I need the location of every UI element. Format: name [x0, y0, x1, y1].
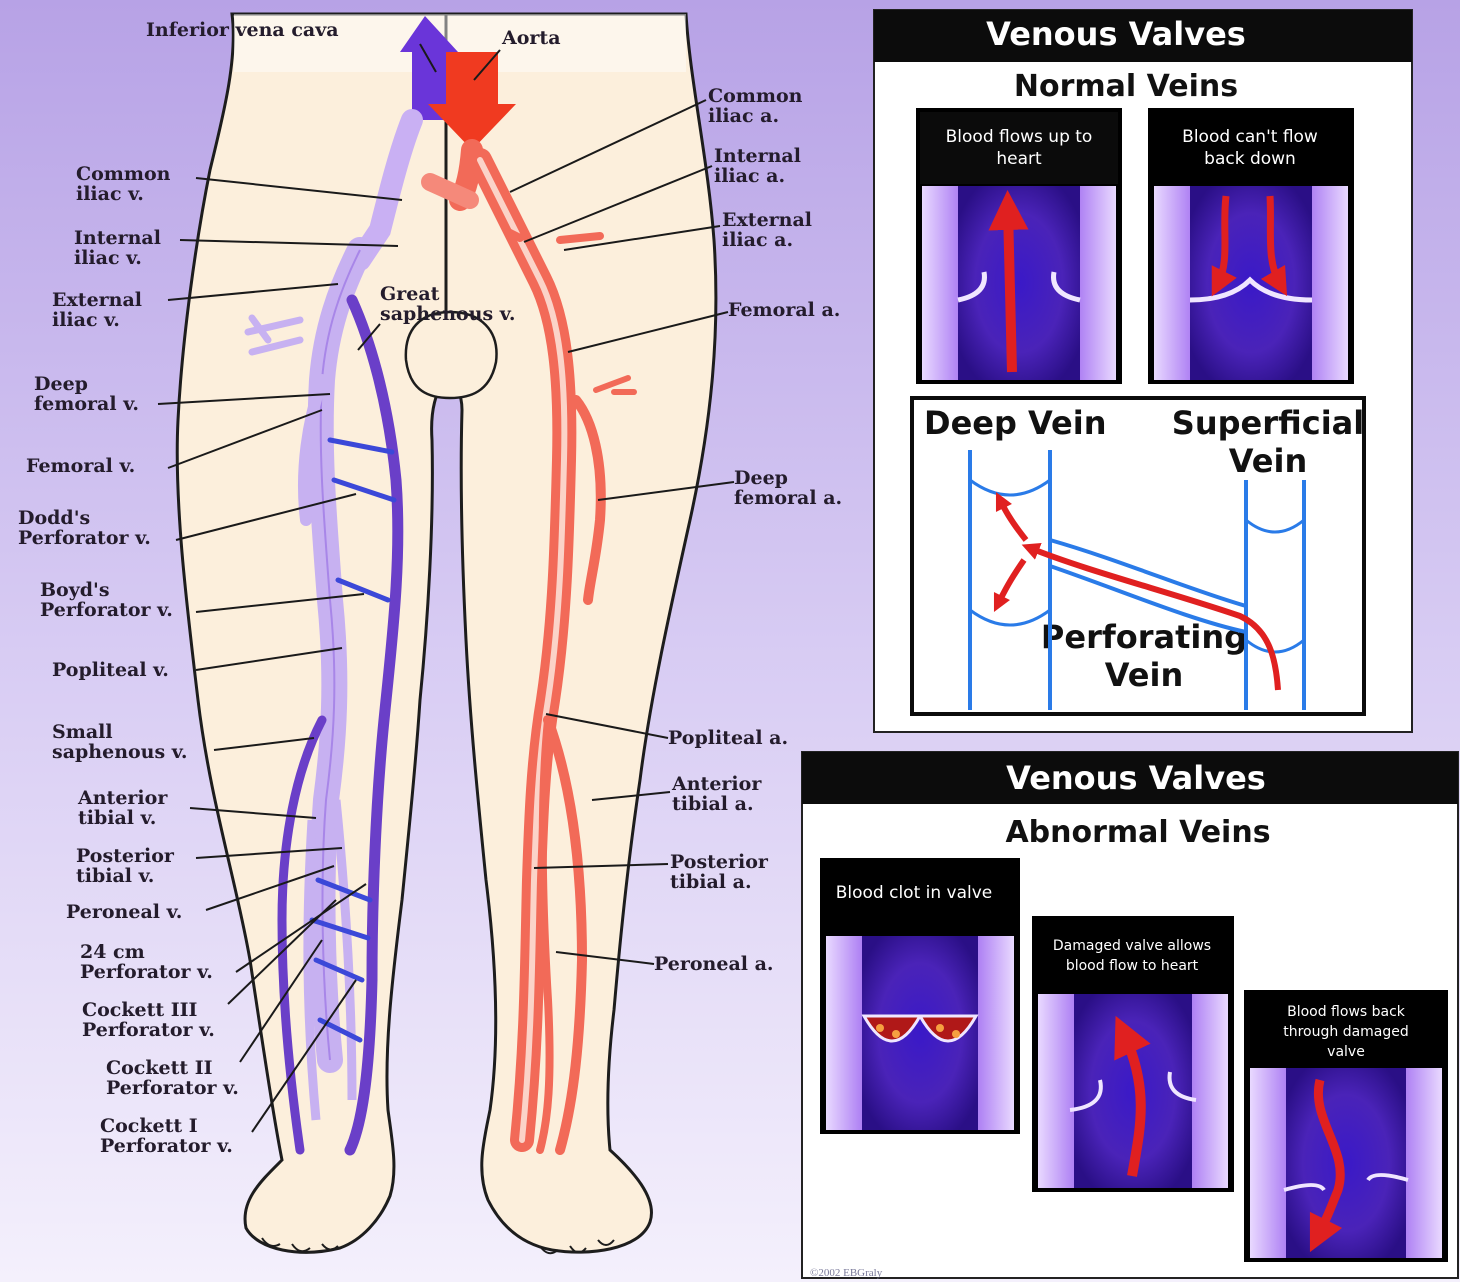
label-boyds-perforator-2: Perforator v. — [40, 599, 173, 621]
label-anterior-tibial-a-1: Anterior — [671, 773, 762, 795]
label-small-saphenous-2: saphenous v. — [52, 741, 188, 763]
label-femoral-a: Femoral a. — [728, 299, 840, 321]
label-anterior-tibial-v-1: Anterior — [77, 787, 168, 809]
superficial-vein-label-1: Superficial — [1172, 404, 1364, 442]
label-peroneal-v: Peroneal v. — [66, 901, 182, 923]
label-common-iliac-a-1: Common — [708, 85, 803, 107]
superficial-vein-label-2: Vein — [1229, 442, 1307, 480]
label-femoral-v: Femoral v. — [26, 455, 135, 477]
label-cockett-ii-2: Perforator v. — [106, 1077, 239, 1099]
label-dodds-perforator-1: Dodd's — [18, 507, 90, 529]
label-peroneal-a: Peroneal a. — [654, 953, 774, 975]
valve-closed-illustration: Blood can't flow back down — [1148, 108, 1354, 384]
label-deep-femoral-a-2: femoral a. — [734, 487, 842, 509]
label-external-iliac-v-1: External — [52, 289, 142, 311]
caption-cant-flow-2: back down — [1204, 149, 1296, 169]
label-anterior-tibial-v-2: tibial v. — [78, 807, 156, 829]
caption-flows-up-2: heart — [996, 149, 1042, 169]
label-24cm-perforator-2: Perforator v. — [80, 961, 213, 983]
label-internal-iliac-a-1: Internal — [714, 145, 801, 167]
label-deep-femoral-v-1: Deep — [34, 373, 88, 395]
label-deep-femoral-a-1: Deep — [734, 467, 788, 489]
label-popliteal-v: Popliteal v. — [52, 659, 169, 681]
backflow-illustration: Blood flows back through damaged valve — [1244, 990, 1448, 1262]
copyright-text: ©2002 EBGraly — [810, 1267, 883, 1279]
label-common-iliac-v-2: iliac v. — [76, 183, 144, 205]
label-cockett-i-1: Cockett I — [100, 1115, 198, 1137]
label-anterior-tibial-a-2: tibial a. — [672, 793, 754, 815]
caption-damaged-up-2: blood flow to heart — [1066, 958, 1199, 974]
caption-flows-up-1: Blood flows up to — [946, 127, 1093, 147]
deep-vein-label: Deep Vein — [924, 404, 1106, 442]
label-common-iliac-a-2: iliac a. — [708, 105, 779, 127]
label-cockett-iii-1: Cockett III — [82, 999, 198, 1021]
label-external-iliac-a-2: iliac a. — [722, 229, 793, 251]
caption-cant-flow-1: Blood can't flow — [1182, 127, 1318, 147]
label-internal-iliac-a-2: iliac a. — [714, 165, 785, 187]
perforating-vein-label-2: Vein — [1105, 656, 1183, 694]
label-great-saphenous-v-2: saphenous v. — [380, 303, 516, 325]
label-external-iliac-a-1: External — [722, 209, 812, 231]
label-aorta: Aorta — [501, 27, 561, 49]
label-deep-femoral-v-2: femoral v. — [34, 393, 139, 415]
damaged-valve-upflow-illustration: Damaged valve allows blood flow to heart — [1032, 916, 1234, 1192]
abnormal-panel-subtitle: Abnormal Veins — [1005, 815, 1270, 850]
valve-open-illustration: Blood flows up to heart — [916, 108, 1122, 384]
label-posterior-tibial-a-2: tibial a. — [670, 871, 752, 893]
caption-backflow-2: through damaged — [1283, 1024, 1409, 1040]
caption-damaged-up-1: Damaged valve allows — [1053, 938, 1211, 954]
caption-backflow-3: valve — [1327, 1044, 1365, 1060]
label-posterior-tibial-a-1: Posterior — [670, 851, 769, 873]
abnormal-veins-panel: Venous Valves Abnormal Veins Blood clot … — [802, 752, 1458, 1279]
caption-backflow-1: Blood flows back — [1287, 1004, 1406, 1020]
label-cockett-i-2: Perforator v. — [100, 1135, 233, 1157]
normal-panel-subtitle: Normal Veins — [1014, 69, 1238, 104]
label-small-saphenous-1: Small — [52, 721, 113, 743]
label-ivc: Inferior vena cava — [146, 19, 339, 41]
label-posterior-tibial-v-2: tibial v. — [76, 865, 154, 887]
normal-veins-panel: Venous Valves Normal Veins Blood flows u… — [874, 10, 1412, 732]
label-dodds-perforator-2: Perforator v. — [18, 527, 151, 549]
normal-panel-title: Venous Valves — [986, 15, 1246, 53]
label-cockett-ii-1: Cockett II — [106, 1057, 213, 1079]
label-popliteal-a: Popliteal a. — [668, 727, 788, 749]
label-posterior-tibial-v-1: Posterior — [76, 845, 175, 867]
label-external-iliac-v-2: iliac v. — [52, 309, 120, 331]
label-internal-iliac-v-1: Internal — [74, 227, 161, 249]
label-cockett-iii-2: Perforator v. — [82, 1019, 215, 1041]
label-common-iliac-v-1: Common — [76, 163, 171, 185]
label-great-saphenous-v-1: Great — [380, 283, 440, 305]
clot-valve-illustration: Blood clot in valve — [820, 858, 1020, 1134]
label-internal-iliac-v-2: iliac v. — [74, 247, 142, 269]
label-24cm-perforator-1: 24 cm — [80, 941, 145, 963]
perforating-vein-diagram: Deep Vein Superficial Vein Perforating V… — [912, 398, 1364, 714]
label-boyds-perforator-1: Boyd's — [40, 579, 110, 601]
caption-clot: Blood clot in valve — [836, 883, 993, 903]
abnormal-panel-title: Venous Valves — [1006, 759, 1266, 797]
